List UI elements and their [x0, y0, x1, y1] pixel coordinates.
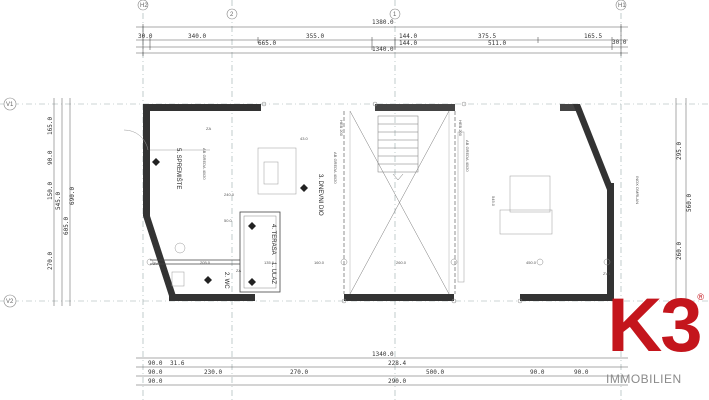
dim-interior-2: 135.0: [264, 260, 275, 265]
dim-bottom-total: 1340.0: [372, 351, 394, 358]
annotation-heb-left: HEB 200: [339, 120, 344, 137]
logo-brand-text: IMMOBILIEN: [606, 372, 682, 386]
dim-top-row2-1: 665.0: [258, 40, 276, 47]
dim-top-total-b: 1340.0: [372, 46, 394, 53]
left-dimensions: [53, 98, 71, 306]
dim-top-1: 30.0: [138, 33, 153, 40]
dim-top-row2-3: 511.0: [488, 40, 506, 47]
dim-bottom-r1-3: 228.4: [388, 360, 406, 367]
annotation-greda-right: AB GREDA 40/20: [465, 140, 470, 172]
interior-walls: [150, 111, 456, 294]
furniture: [123, 129, 553, 287]
grid-label-2: 2: [230, 12, 234, 18]
dim-interior-6: 240.0: [224, 192, 235, 197]
dim-top-4: 144.0: [399, 33, 417, 40]
grid-marker-h2: H2: [137, 0, 148, 11]
dim-interior-8: 43.0: [300, 136, 309, 141]
dim-top-2: 340.0: [188, 33, 206, 40]
dim-bottom-r1-2: 31.6: [170, 360, 185, 367]
annotation-zv1-right: ZV1: [603, 271, 611, 276]
grid-label-h1: H1: [618, 3, 626, 9]
grid-label-v2: V2: [6, 299, 14, 305]
dim-bottom-r3-2: 290.0: [388, 378, 406, 385]
annotation-za-2: ZA: [236, 268, 241, 273]
dim-interior-1: 205.0: [200, 260, 211, 265]
dim-interior-7: 50.0: [224, 218, 233, 223]
grid-marker-1: 1: [389, 8, 401, 20]
logo-registered: ®: [697, 292, 704, 302]
exterior-walls: [143, 104, 614, 301]
logo-mark: K3: [607, 283, 702, 368]
room-label-ulaz: 1. ULAZ: [270, 262, 276, 284]
bottom-dimensions: [136, 357, 628, 386]
grid-label-v1: V1: [6, 102, 14, 108]
dim-bottom-r3-1: 90.0: [148, 378, 163, 385]
grid-nodes: [146, 101, 611, 304]
dim-interior-3: 160.0: [314, 260, 325, 265]
dim-bottom-r2-5: 90.0: [530, 369, 545, 376]
dim-top-3: 355.0: [306, 33, 324, 40]
room-sub-dnevni: AB GREDA 40/20: [333, 152, 338, 184]
company-logo: K3 ® IMMOBILIEN: [604, 286, 704, 396]
dim-bottom-r2-1: 90.0: [148, 369, 163, 376]
grid-label-h2: H2: [140, 3, 148, 9]
dim-left-3: 150.0: [47, 182, 54, 200]
dim-bottom-r2-4: 500.0: [426, 369, 444, 376]
dim-interior-9: 545.0: [491, 196, 496, 207]
dim-top-row2-2: 144.0: [399, 40, 417, 47]
room-labels: 5. SPREMIŠTE AB GREDA 40/20 3. DNEVNI DI…: [175, 148, 338, 289]
dim-right-2: 560.0: [686, 194, 693, 212]
dim-right-3: 260.0: [676, 242, 683, 260]
dim-left-4: 545.0: [55, 192, 62, 210]
annotation-inox: INOX OMRLAN: [635, 176, 640, 204]
dim-bottom-r2-2: 230.0: [204, 369, 222, 376]
right-dimensions: [675, 98, 687, 306]
stair-void: [349, 110, 450, 295]
dim-left-2: 90.0: [47, 150, 54, 165]
dim-top-5: 375.5: [478, 33, 496, 40]
top-dimensions: [136, 24, 628, 56]
dim-left-6: 690.0: [69, 187, 76, 205]
room-label-spremiste: 5. SPREMIŠTE: [175, 148, 182, 189]
top-dimension-texts: 1380.0 30.0 340.0 355.0 144.0 375.5 165.…: [138, 19, 627, 53]
dim-left-5: 605.0: [63, 217, 70, 235]
annotation-za-1: ZA: [206, 126, 211, 131]
grid-marker-h1: H1: [615, 0, 626, 11]
interior-dimensions: 205.0 135.0 160.0 260.0 450.0 240.0 50.0…: [200, 136, 537, 265]
dim-top-6: 165.5: [584, 33, 602, 40]
left-dimension-texts: 165.0 90.0 150.0 545.0 605.0 690.0 270.0: [47, 117, 76, 270]
dim-left-1: 165.0: [47, 117, 54, 135]
room-label-dnevni: 3. DNEVNI DIO: [317, 174, 323, 216]
bottom-dimension-texts: 1340.0 90.0 31.6 228.4 90.0 230.0 270.0 …: [148, 351, 589, 385]
dim-bottom-r2-3: 270.0: [290, 369, 308, 376]
dim-bottom-r2-6: 90.0: [574, 369, 589, 376]
annotation-zv1-left: ZV1: [153, 261, 161, 266]
dim-interior-4: 260.0: [396, 260, 407, 265]
room-label-terasa: 4. TERASA: [270, 224, 276, 255]
dim-top-7: 30.0: [612, 39, 627, 46]
grid-marker-v2: V2: [3, 294, 17, 308]
grid-marker-v1: V1: [3, 97, 17, 111]
annotations: HEB 200 HEB 200 AB GREDA 40/20 ZA ZA ZV1…: [153, 120, 640, 276]
room-sub-spremiste: AB GREDA 40/20: [202, 148, 207, 180]
room-label-wc: 2. WC: [223, 272, 229, 289]
dim-top-total-a: 1380.0: [372, 19, 394, 26]
level-markers: [152, 158, 308, 286]
grid-marker-2: 2: [226, 8, 238, 20]
dim-left-7: 270.0: [47, 252, 54, 270]
right-dimension-texts: 295.0 560.0 260.0: [676, 142, 693, 260]
dim-interior-5: 450.0: [526, 260, 537, 265]
grid-label-1: 1: [393, 12, 397, 18]
dim-right-1: 295.0: [676, 142, 683, 160]
dim-bottom-r1-1: 90.0: [148, 360, 163, 367]
grid-markers: H2 2 1 H1 V1 V2: [3, 0, 626, 308]
annotation-heb-right: HEB 200: [458, 120, 463, 137]
